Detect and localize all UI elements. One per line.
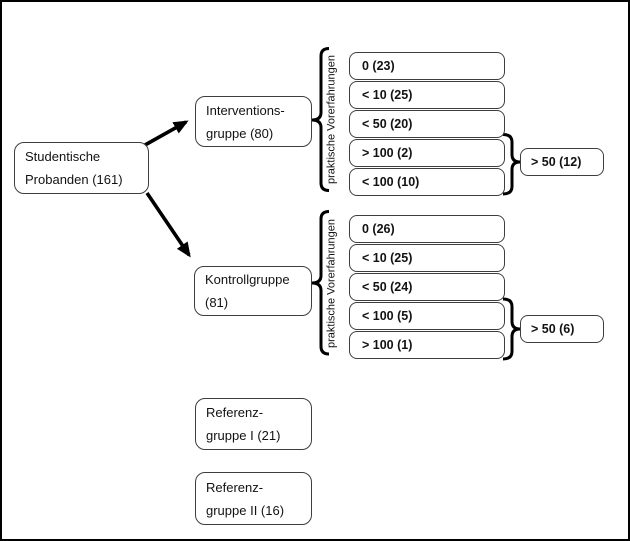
root-box: Studentische Probanden (161) bbox=[14, 142, 149, 194]
arrow-to-control-group bbox=[145, 191, 191, 258]
summary-box-intervention: > 50 (12) bbox=[520, 148, 604, 176]
category-box: < 100 (10) bbox=[349, 168, 505, 196]
bracket-label-intervention: praktische Vorerfahrungen bbox=[325, 54, 338, 185]
reference-group-1-line2: gruppe I (21) bbox=[206, 428, 281, 443]
category-box: < 100 (5) bbox=[349, 302, 505, 330]
reference-group-1-box: Referenz- gruppe I (21) bbox=[195, 398, 312, 450]
category-box: < 50 (20) bbox=[349, 110, 505, 138]
category-box: 0 (23) bbox=[349, 52, 505, 80]
intervention-group-box: Interventions- gruppe (80) bbox=[195, 96, 312, 147]
intervention-group-line2: gruppe (80) bbox=[206, 125, 274, 141]
bracket-label-control: praktische Vorerfahrungen bbox=[325, 218, 338, 349]
root-box-line2: Probanden (161) bbox=[25, 172, 123, 187]
control-group-line1: Kontrollgruppe bbox=[205, 272, 290, 287]
category-box: > 100 (1) bbox=[349, 331, 505, 359]
control-group-line2: (81) bbox=[205, 295, 229, 310]
reference-group-2-line2: gruppe II (16) bbox=[206, 502, 285, 518]
category-box: 0 (26) bbox=[349, 215, 505, 243]
root-box-line1: Studentische bbox=[25, 149, 101, 164]
reference-group-2-box: Referenz- gruppe II (16) bbox=[195, 472, 312, 525]
reference-group-2-line1: Referenz- bbox=[206, 479, 264, 495]
control-group-box: Kontrollgruppe (81) bbox=[194, 266, 312, 316]
reference-group-1-line1: Referenz- bbox=[206, 405, 264, 420]
right-brace-control bbox=[502, 297, 521, 361]
category-box: < 10 (25) bbox=[349, 81, 505, 109]
category-box: > 100 (2) bbox=[349, 139, 505, 167]
category-box: < 50 (24) bbox=[349, 273, 505, 301]
category-box: < 10 (25) bbox=[349, 244, 505, 272]
summary-box-control: > 50 (6) bbox=[520, 315, 604, 343]
intervention-group-line1: Interventions- bbox=[206, 102, 285, 118]
arrow-to-intervention-group bbox=[144, 120, 189, 147]
right-brace-intervention bbox=[502, 133, 521, 196]
